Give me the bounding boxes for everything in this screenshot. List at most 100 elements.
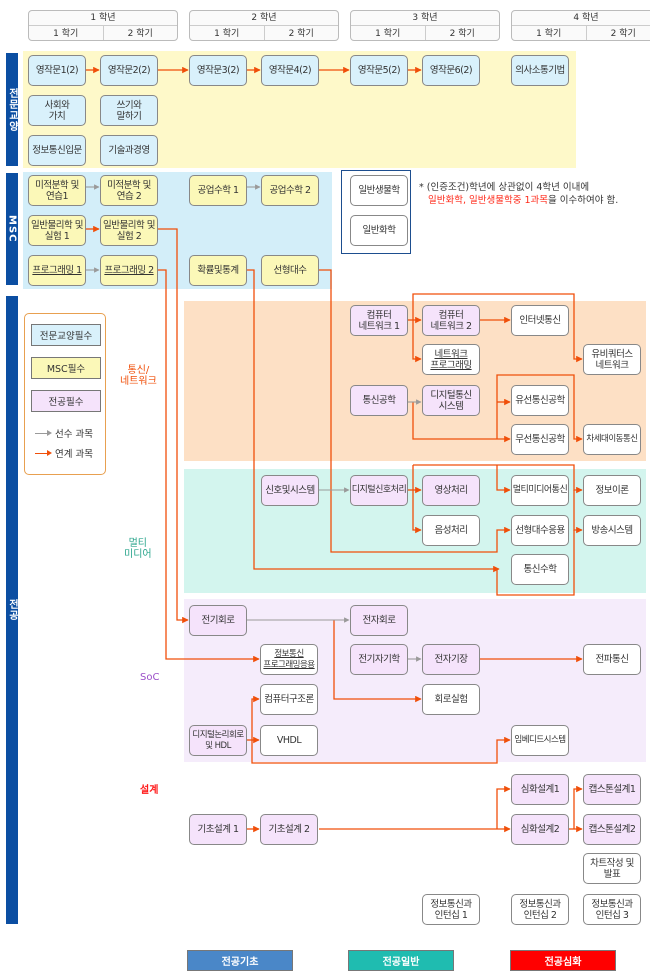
year-header-1: 1 학년 1 학기 2 학기: [28, 10, 178, 41]
link-digital-embedded: [251, 736, 511, 764]
course-commmath[interactable]: 통신수학: [511, 554, 569, 585]
link-prog2-ictprog: [158, 269, 260, 663]
course-engmath2[interactable]: 공업수학 2: [261, 175, 319, 206]
course-circuitlab[interactable]: 회로실험: [422, 684, 480, 715]
semester-label: 1 학기: [214, 29, 240, 39]
course-internet[interactable]: 인터넷통신: [511, 305, 569, 336]
course-calc2[interactable]: 미적분학 및 연습 2: [100, 175, 158, 206]
semester-label: 2 학기: [263, 26, 339, 40]
course-writing[interactable]: 쓰기와 말하기: [100, 95, 158, 126]
course-prog1[interactable]: 프로그래밍 1: [28, 255, 86, 286]
course-wireless[interactable]: 무선통신공학: [511, 424, 569, 455]
course-eng4[interactable]: 영작문4(2): [261, 55, 319, 86]
course-adv1[interactable]: 심화설계1: [511, 774, 569, 805]
course-wired[interactable]: 유선통신공학: [511, 385, 569, 416]
subsection-network: 통신/ 네트워크: [120, 365, 157, 387]
semester-label: 2 학기: [585, 26, 650, 40]
course-calc1[interactable]: 미적분학 및 연습1: [28, 175, 86, 206]
sidebar-msc: MSC: [6, 173, 18, 285]
course-vhdl[interactable]: VHDL: [260, 725, 318, 756]
course-design2[interactable]: 기초설계 2: [260, 814, 318, 845]
course-speech[interactable]: 음성처리: [422, 515, 480, 546]
link-commeng-wireless: [412, 402, 511, 443]
course-broadcast[interactable]: 방송시스템: [583, 515, 641, 546]
note-line1: * (인증조건)학년에 상관없이 4학년 이내에: [419, 182, 590, 193]
link-net1-netprog: [412, 320, 422, 363]
course-image[interactable]: 영상처리: [422, 475, 480, 506]
course-linalg[interactable]: 선형대수: [261, 255, 319, 286]
year-label: 1 학년: [29, 11, 177, 26]
semester-label: 1 학기: [375, 29, 401, 39]
course-sigsys[interactable]: 신호및시스템: [261, 475, 319, 506]
legend-major-basic: 전공기초: [187, 950, 293, 971]
course-electronic[interactable]: 전자회로: [350, 605, 408, 636]
science-elective-group: [341, 170, 411, 254]
course-digcomm[interactable]: 디지털통신 시스템: [422, 385, 480, 416]
legend-prereq-label: 선수 과목: [55, 429, 93, 440]
note-line2: 을 이수하여야 함.: [547, 195, 619, 206]
course-dsp[interactable]: 디지털신호처리: [350, 475, 408, 506]
course-linalgapp[interactable]: 선형대수응용: [511, 515, 569, 546]
course-embedded[interactable]: 임베디드시스템: [511, 725, 569, 756]
legend-prereq: 선수 과목: [35, 426, 93, 440]
course-chem[interactable]: 일반화학: [350, 215, 408, 246]
course-intern3[interactable]: 정보통신과 인턴십 3: [583, 894, 641, 925]
course-nextgen[interactable]: 차세대이동통신: [583, 424, 641, 455]
course-engmath1[interactable]: 공업수학 1: [189, 175, 247, 206]
band-network: [184, 301, 646, 461]
gray-arrow-icon: [35, 429, 52, 436]
course-eng1[interactable]: 영작문1(2): [28, 55, 86, 86]
course-infotheory[interactable]: 정보이론: [583, 475, 641, 506]
course-ictintro[interactable]: 정보통신입문: [28, 135, 86, 166]
legend-major-general: 전공일반: [348, 950, 454, 971]
course-commeng[interactable]: 통신공학: [350, 385, 408, 416]
course-eng2[interactable]: 영작문2(2): [100, 55, 158, 86]
semester-label: 1 학기: [53, 29, 79, 39]
course-netprog[interactable]: 네트워크 프로그래밍: [422, 344, 480, 375]
legend-liberal-required: 전문교양필수: [31, 324, 101, 346]
course-techmgmt[interactable]: 기술과경영: [100, 135, 158, 166]
course-eng6[interactable]: 영작문6(2): [422, 55, 480, 86]
note-highlight: 일반화학, 일반생물학중 1과목: [428, 195, 548, 206]
course-net1[interactable]: 컴퓨터 네트워크 1: [350, 305, 408, 336]
course-prog2[interactable]: 프로그래밍 2: [100, 255, 158, 286]
course-net2[interactable]: 컴퓨터 네트워크 2: [422, 305, 480, 336]
course-comm[interactable]: 의사소통기법: [511, 55, 569, 86]
course-intern2[interactable]: 정보통신과 인턴십 2: [511, 894, 569, 925]
course-eng3[interactable]: 영작문3(2): [189, 55, 247, 86]
course-chart[interactable]: 차트작성 및 발표: [583, 853, 641, 884]
link-prob-commmath: [247, 269, 500, 573]
course-digital[interactable]: 디지털논리회로 및 HDL: [189, 725, 247, 756]
link-phys2-circuit: [158, 228, 189, 624]
course-emag[interactable]: 전기자기학: [350, 644, 408, 675]
course-design1[interactable]: 기초설계 1: [189, 814, 247, 845]
link-commmath-loop: [496, 530, 575, 596]
course-rfcomm[interactable]: 전파통신: [583, 644, 641, 675]
course-circuit[interactable]: 전기회로: [189, 605, 247, 636]
course-eng5[interactable]: 영작문5(2): [350, 55, 408, 86]
section-label-msc: MSC: [6, 215, 18, 243]
course-ubiq[interactable]: 유비쿼터스 네트워크: [583, 344, 641, 375]
legend-major-required: 전공필수: [31, 390, 101, 412]
course-phys1[interactable]: 일반물리학 및 실험 1: [28, 215, 86, 246]
legend-major-advanced: 전공심화: [510, 950, 616, 971]
course-bio[interactable]: 일반생물학: [350, 175, 408, 206]
course-phys2[interactable]: 일반물리학 및 실험 2: [100, 215, 158, 246]
course-mmcomm[interactable]: 멀티미디어통신: [511, 475, 569, 506]
course-intern1[interactable]: 정보통신과 인턴십 1: [422, 894, 480, 925]
legend: 전문교양필수 MSC필수 전공필수 선수 과목 연계 과목: [24, 313, 106, 475]
course-cap2[interactable]: 캡스톤설계2: [583, 814, 641, 845]
course-society[interactable]: 사회와 가치: [28, 95, 86, 126]
course-ictprog[interactable]: 정보통신 프로그래밍응용: [260, 644, 318, 675]
course-emfield[interactable]: 전자기장: [422, 644, 480, 675]
course-prob[interactable]: 확률및통계: [189, 255, 247, 286]
course-cap1[interactable]: 캡스톤설계1: [583, 774, 641, 805]
legend-msc-required: MSC필수: [31, 357, 101, 379]
semester-label: 2 학기: [102, 26, 178, 40]
course-arch[interactable]: 컴퓨터구조론: [260, 684, 318, 715]
certification-note: * (인증조건)학년에 상관없이 4학년 이내에 일반화학, 일반생물학중 1과…: [419, 181, 618, 207]
course-adv2[interactable]: 심화설계2: [511, 814, 569, 845]
